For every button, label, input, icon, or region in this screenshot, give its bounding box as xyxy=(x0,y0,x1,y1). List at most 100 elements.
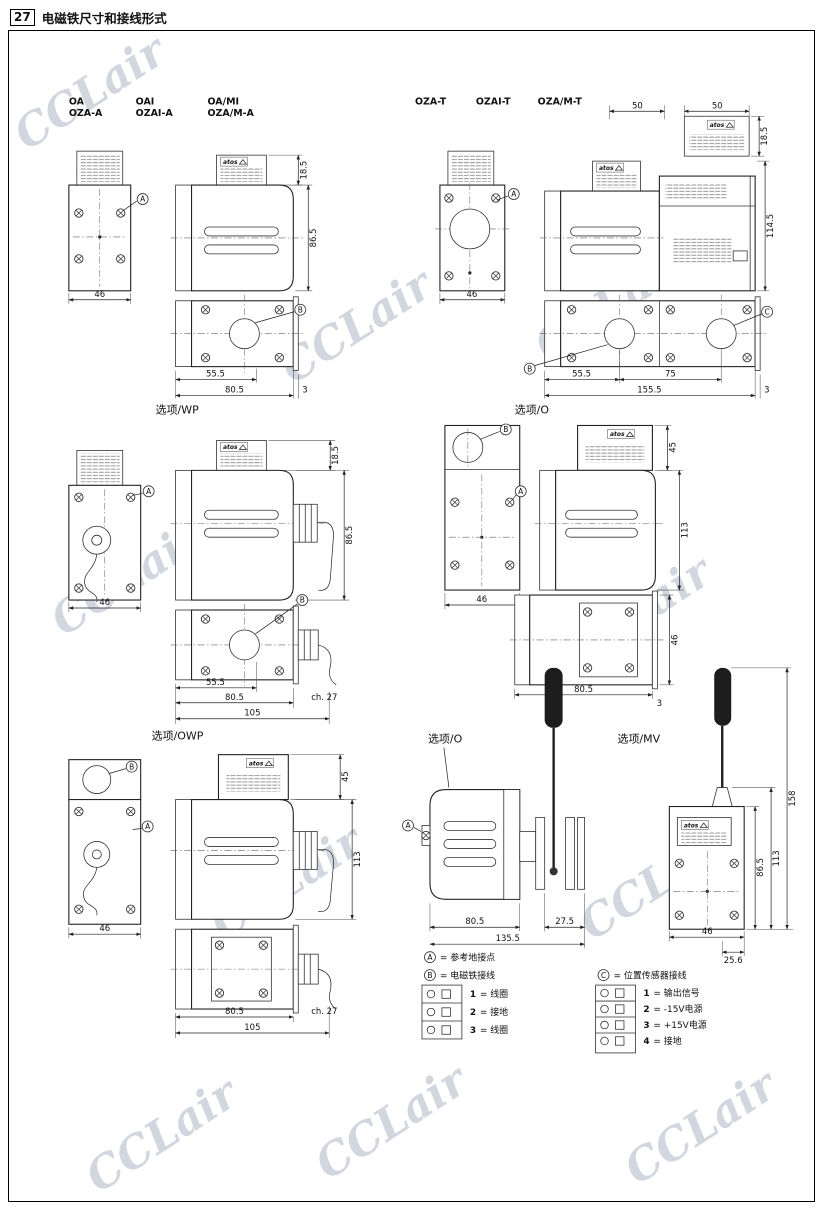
dim-label: 46 xyxy=(476,594,487,604)
callout-letter: B xyxy=(527,364,532,373)
dim-label: 86.5 xyxy=(344,526,354,545)
screw-icon xyxy=(258,988,269,998)
callout-a-icon xyxy=(141,820,154,833)
callout-letter: A xyxy=(146,487,152,496)
callout-b-icon xyxy=(523,362,536,375)
o1-side-view: 45 113 xyxy=(534,424,689,591)
screw-icon xyxy=(450,560,460,570)
callout-letter: A xyxy=(405,821,411,830)
screw-icon xyxy=(74,583,84,593)
screw-icon xyxy=(214,988,225,998)
screw-icon xyxy=(643,353,654,363)
group-oa: OA OZA-A OAI OZAI-A OA/MI OZA/M-A A 46 xyxy=(68,96,318,399)
dim-label: 45 xyxy=(667,442,677,453)
dim-label: 80.5 xyxy=(225,385,244,395)
group-o2: 选项/O A 80.5 27.5 xyxy=(402,667,586,949)
dim-label: 105 xyxy=(244,1022,260,1032)
dim-label: 113 xyxy=(771,850,781,866)
option-title: 选项/WP xyxy=(156,404,199,417)
brand-logo xyxy=(706,119,735,130)
pin-number: 1 xyxy=(643,989,649,999)
model-label: OZA/M-A xyxy=(208,108,255,119)
screw-icon xyxy=(126,583,136,593)
callout-b-icon xyxy=(499,423,512,436)
mv-lever-view: 46 25.6 86.5 113 158 xyxy=(668,667,797,965)
group-mv: 选项/MV 46 25.6 86.5 xyxy=(617,667,797,965)
o1-front-view: B A 46 xyxy=(444,423,527,610)
dim-label: 155.5 xyxy=(637,385,661,395)
lever-handle xyxy=(544,667,563,728)
screw-icon xyxy=(450,497,460,507)
group-ozat: OZA-T OZAI-T OZA/M-T 50 50 18.5 xyxy=(415,96,775,399)
dim-label: ch. 27 xyxy=(311,1006,337,1016)
brand-logo xyxy=(245,758,274,769)
model-label: OZA-T xyxy=(415,96,447,107)
ozat-side-view: 114.5 xyxy=(539,160,775,292)
screw-icon xyxy=(665,305,675,315)
callout-a-icon xyxy=(514,485,527,498)
screw-icon xyxy=(126,492,136,502)
screw-icon xyxy=(74,904,84,914)
dim-label: 86.5 xyxy=(755,858,765,877)
callout-b-icon xyxy=(294,303,307,316)
screw-icon xyxy=(665,353,675,363)
dim-label: 135.5 xyxy=(496,933,520,943)
screw-icon xyxy=(624,607,635,617)
dim-label: 3 xyxy=(764,385,769,395)
screw-icon xyxy=(274,305,284,315)
callout-letter: B xyxy=(300,596,305,605)
dim-label: 27.5 xyxy=(555,916,574,926)
model-label: OA/MI xyxy=(208,96,240,107)
model-label: OZAI-T xyxy=(476,96,511,107)
brand-logo xyxy=(219,156,248,167)
screw-icon xyxy=(126,806,136,817)
screw-icon xyxy=(74,254,84,264)
dim-label: 55.5 xyxy=(572,369,591,379)
pin-label: = 输出信号 xyxy=(653,987,699,999)
pin-number: 2 xyxy=(470,1008,476,1018)
oa-bottom-view: B 55.5 80.5 3 xyxy=(170,294,308,399)
dim-label: 80.5 xyxy=(574,684,593,694)
dim-label: 105 xyxy=(244,708,260,718)
page-header: 27 电磁铁尺寸和接线形式 xyxy=(10,8,167,27)
oa-side-view: 18.5 86.5 xyxy=(170,154,318,292)
callout-letter: A xyxy=(511,190,517,199)
screw-icon xyxy=(742,305,752,315)
model-label: OZA-A xyxy=(69,108,103,119)
legend-b-letter: B xyxy=(427,971,432,980)
callout-letter: A xyxy=(518,487,524,496)
dim-label: 55.5 xyxy=(206,677,225,687)
dim-label: 18.5 xyxy=(298,161,308,180)
screw-icon xyxy=(116,254,126,264)
watermark-text: CCLair xyxy=(616,1058,788,1194)
option-title: 选项/MV xyxy=(617,733,660,746)
screw-icon xyxy=(505,560,515,570)
callout-letter: A xyxy=(145,822,151,831)
brand-logo xyxy=(607,428,635,439)
pin-number: 3 xyxy=(470,1026,476,1036)
dim-label: 46 xyxy=(94,289,105,299)
screw-icon xyxy=(566,305,577,315)
dim-label: 3 xyxy=(657,698,662,708)
screw-icon xyxy=(444,193,454,203)
page-number: 27 xyxy=(10,9,35,26)
dim-label: 158 xyxy=(787,790,797,806)
ozat-front-view: A 46 xyxy=(434,150,520,304)
dim-label: 46 xyxy=(669,635,679,646)
callout-letter: B xyxy=(503,425,508,434)
screw-icon xyxy=(444,271,454,281)
model-label: OZA/M-T xyxy=(538,96,583,107)
group-owp: 选项/OWP B A 46 xyxy=(68,730,362,1038)
callout-letter: B xyxy=(298,305,303,314)
callout-c-icon xyxy=(597,969,610,981)
pin-number: 4 xyxy=(643,1037,649,1047)
callout-a-icon xyxy=(507,188,520,200)
dim-label: 46 xyxy=(99,597,110,607)
pin-label: = 线圈 xyxy=(480,988,508,1000)
owp-bottom-view: 80.5 ch. 27 105 xyxy=(170,924,337,1038)
legend-b-text: = 电磁铁接线 xyxy=(440,970,495,982)
screw-icon xyxy=(624,663,635,673)
screw-icon xyxy=(582,607,593,617)
dim-label: 50 xyxy=(632,100,643,110)
dim-label: 25.6 xyxy=(724,955,743,965)
